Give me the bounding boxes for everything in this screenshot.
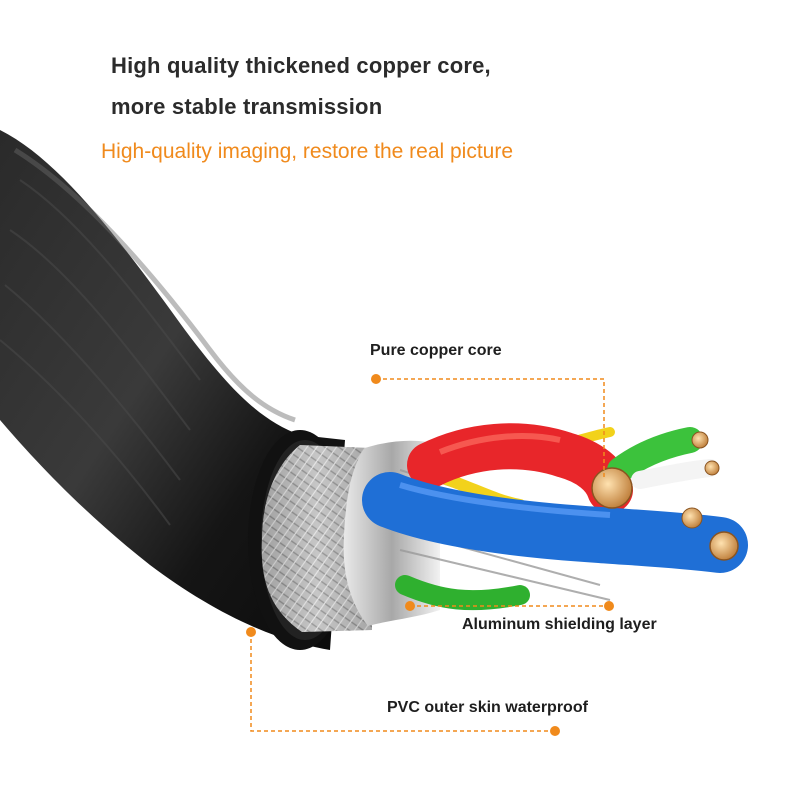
dot-core	[371, 374, 381, 384]
copper-core-red	[591, 467, 633, 509]
subheadline: High-quality imaging, restore the real p…	[101, 140, 514, 163]
headline-line-1: High quality thickened copper core,	[111, 53, 491, 78]
green-inner-wire	[395, 575, 530, 611]
jacket-ribs	[0, 179, 201, 526]
copper-core-yellow	[681, 507, 703, 529]
copper-core-green	[691, 431, 709, 449]
headline-line-2: more stable transmission	[111, 94, 383, 119]
leader-jacket	[250, 632, 555, 732]
braid-shade	[261, 445, 372, 632]
callout-pvc-outer-skin: PVC outer skin waterproof	[387, 699, 588, 716]
copper-core-blue	[709, 531, 739, 561]
callout-dots	[246, 374, 614, 736]
jacket-sheen	[13, 147, 296, 423]
dot-jacket-end	[550, 726, 560, 736]
dot-shield-end	[604, 601, 614, 611]
blue-wire-highlight	[399, 482, 611, 518]
callout-aluminum-shielding: Aluminum shielding layer	[462, 616, 657, 633]
dot-shield-start	[405, 601, 415, 611]
leader-core	[376, 378, 605, 478]
copper-core-white	[704, 460, 720, 476]
white-wire	[631, 459, 719, 489]
dot-jacket	[246, 627, 256, 637]
green-wire	[607, 427, 703, 483]
callout-leaders	[250, 378, 609, 732]
blue-wire	[362, 472, 748, 573]
red-wire-highlight	[438, 433, 561, 455]
callout-pure-copper-core: Pure copper core	[370, 342, 502, 359]
